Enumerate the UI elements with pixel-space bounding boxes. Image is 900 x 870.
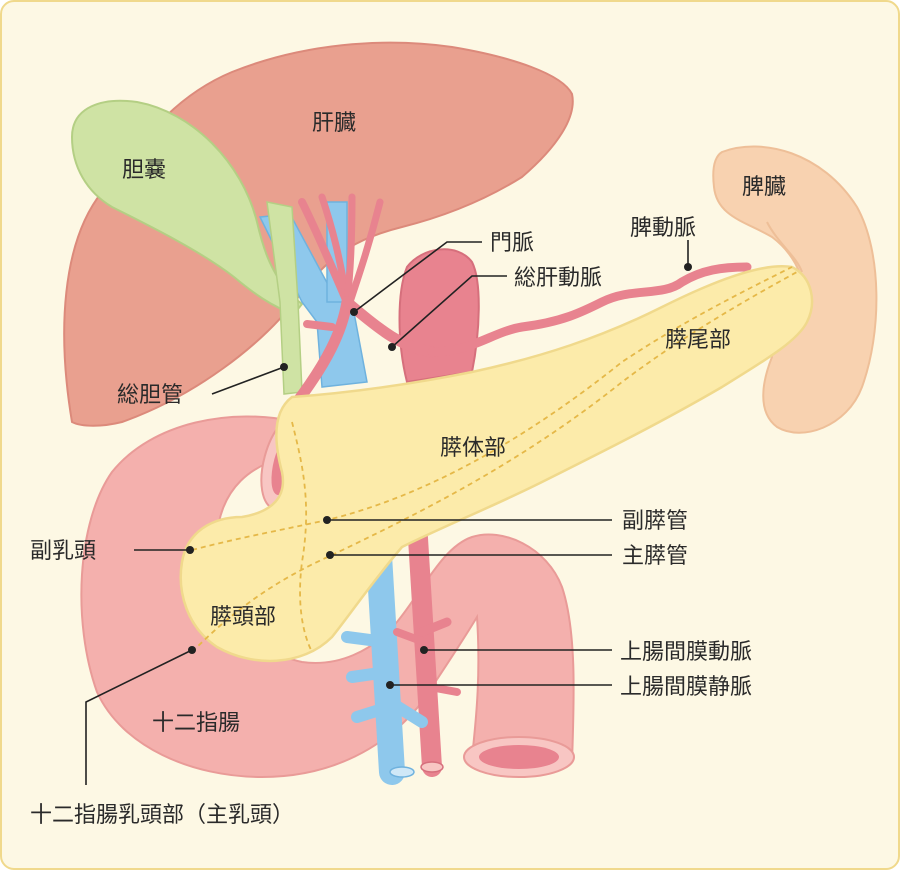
label-major-papilla: 十二指腸乳頭部（主乳頭） [30,803,294,828]
leader-lines [85,240,692,785]
label-minor-papilla: 副乳頭 [30,539,96,564]
label-main-duct: 主膵管 [622,544,688,569]
label-pancreas-head: 膵頭部 [210,605,276,630]
label-splenic-artery: 脾動脈 [630,216,696,241]
label-liver: 肝臓 [312,111,356,136]
spleen-shape [712,145,878,434]
label-portal-vein: 門脈 [490,231,534,256]
label-smv: 上腸間膜静脈 [620,675,752,700]
pancreas-shape [179,265,814,663]
pancreatic-ducts [191,266,798,653]
splenic-artery-shape [427,262,752,357]
label-common-hepatic-artery: 総肝動脈 [514,266,602,291]
label-duodenum: 十二指腸 [152,711,240,736]
label-sma: 上腸間膜動脈 [620,640,752,665]
label-pancreas-tail: 膵尾部 [665,328,731,353]
label-spleen: 脾臓 [742,175,786,200]
label-gallbladder: 胆嚢 [122,158,166,183]
label-common-bile-duct: 総胆管 [117,383,183,408]
label-pancreas-body: 膵体部 [440,436,506,461]
label-accessory-duct: 副膵管 [622,509,688,534]
